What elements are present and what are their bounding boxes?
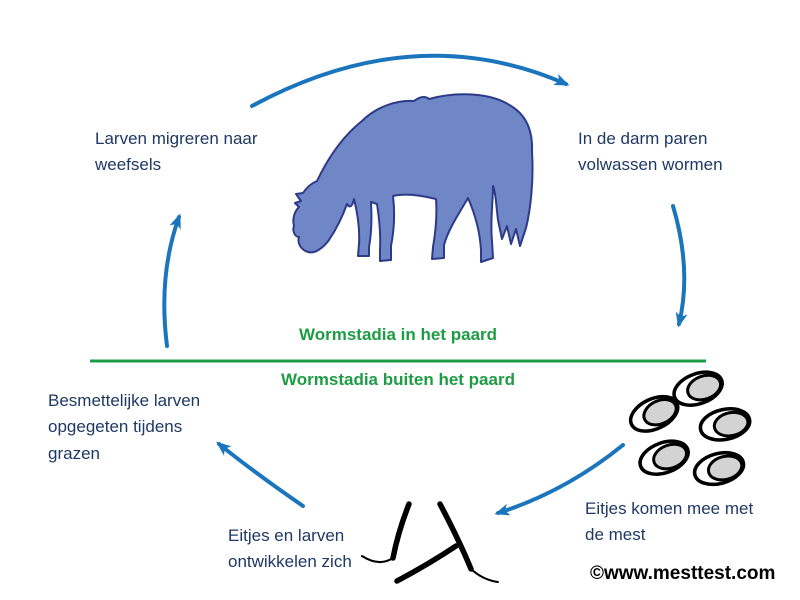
stage-label-eitjes-mest: Eitjes komen mee met de mest: [585, 499, 754, 545]
cycle-arrow-right-down: [671, 204, 688, 328]
divider-title-buiten-het-paard: Wormstadia buiten het paard: [281, 370, 515, 389]
stage-label-besmettelijke-larven: Besmettelijke larven opgegeten tijdens g…: [48, 391, 201, 463]
grass-icon: [361, 501, 499, 584]
copyright-text: ©www.mesttest.com: [590, 563, 776, 584]
stage-label-darm-paren: In de darm paren volwassen wormen: [578, 129, 723, 175]
divider-title-in-het-paard: Wormstadia in het paard: [298, 325, 498, 344]
stage-label-eitjes-ontwikkelen: Eitjes en larven ontwikkelen zich: [228, 526, 352, 572]
cycle-arrow-grass-to-larvae: [216, 441, 305, 508]
stage-label-larven-migreren: Larven migreren naar weefsels: [95, 129, 258, 175]
cycle-arrow-eggs-to-grass: [494, 443, 625, 516]
horse-icon: [292, 93, 534, 263]
cycle-arrow-top: [250, 53, 570, 108]
cycle-arrow-left-up: [162, 213, 181, 348]
worm-eggs-icon: [628, 370, 752, 487]
